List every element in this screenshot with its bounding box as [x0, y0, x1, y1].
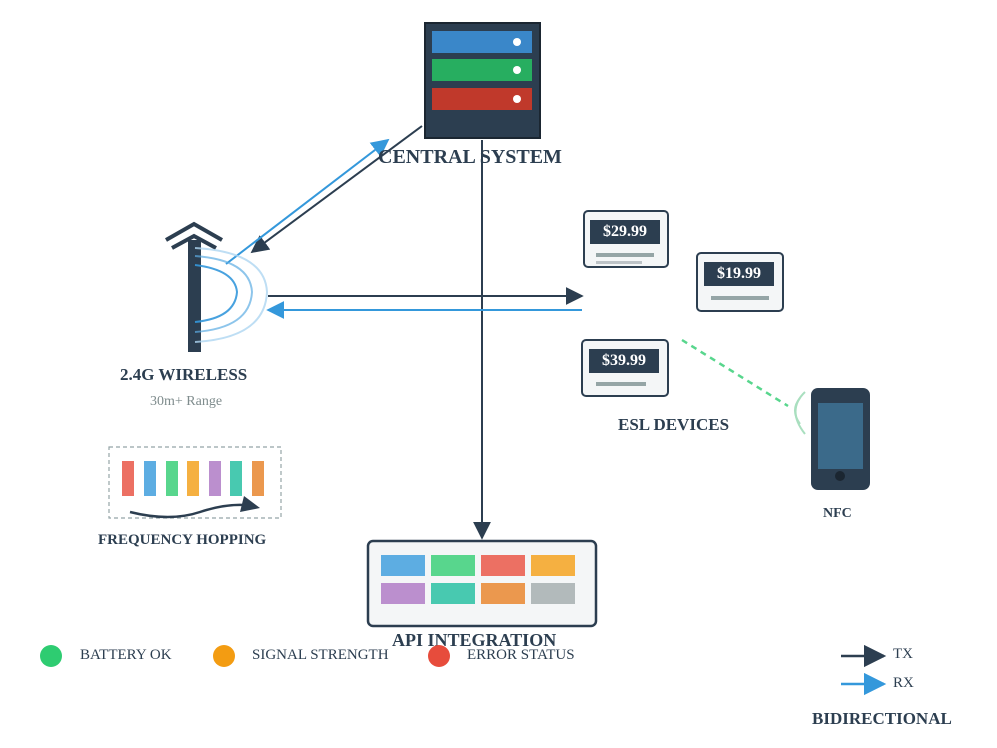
- esl-price-2: $19.99: [704, 262, 774, 286]
- nfc-signal-waves: [794, 391, 806, 435]
- esl-price-1: $29.99: [590, 220, 660, 244]
- nfc-label: NFC: [823, 506, 852, 521]
- signal-strength-dot: [213, 645, 235, 667]
- battery-ok-label: BATTERY OK: [80, 647, 172, 663]
- esl-devices-label: ESL DEVICES: [618, 415, 730, 434]
- tx-label: TX: [893, 646, 913, 662]
- central-server-icon: [424, 22, 541, 139]
- wireless-label: 2.4G WIRELESS: [120, 365, 248, 384]
- phone-icon: [811, 388, 870, 490]
- rx-label: RX: [893, 675, 914, 691]
- bidirectional-label: BIDIRECTIONAL: [812, 709, 952, 728]
- central-system-label: CENTRAL SYSTEM: [378, 146, 562, 168]
- battery-ok-dot: [40, 645, 62, 667]
- wireless-signal-waves: [194, 247, 269, 343]
- rx-arrow-antenna-to-central: [225, 138, 390, 265]
- nfc-dashed-link: [681, 338, 789, 408]
- esl-price-3: $39.99: [589, 349, 659, 373]
- error-status-label: ERROR STATUS: [467, 647, 575, 663]
- api-integration-panel: [366, 539, 598, 628]
- error-status-dot: [428, 645, 450, 667]
- frequency-hopping-box: [108, 446, 282, 519]
- signal-strength-label: SIGNAL STRENGTH: [252, 647, 389, 663]
- tx-arrow-central-to-antenna: [250, 125, 423, 254]
- wireless-range-label: 30m+ Range: [150, 394, 223, 409]
- api-integration-label: API INTEGRATION: [392, 630, 557, 650]
- antenna-tower-icon: [165, 221, 223, 352]
- frequency-hopping-label: FREQUENCY HOPPING: [98, 532, 267, 548]
